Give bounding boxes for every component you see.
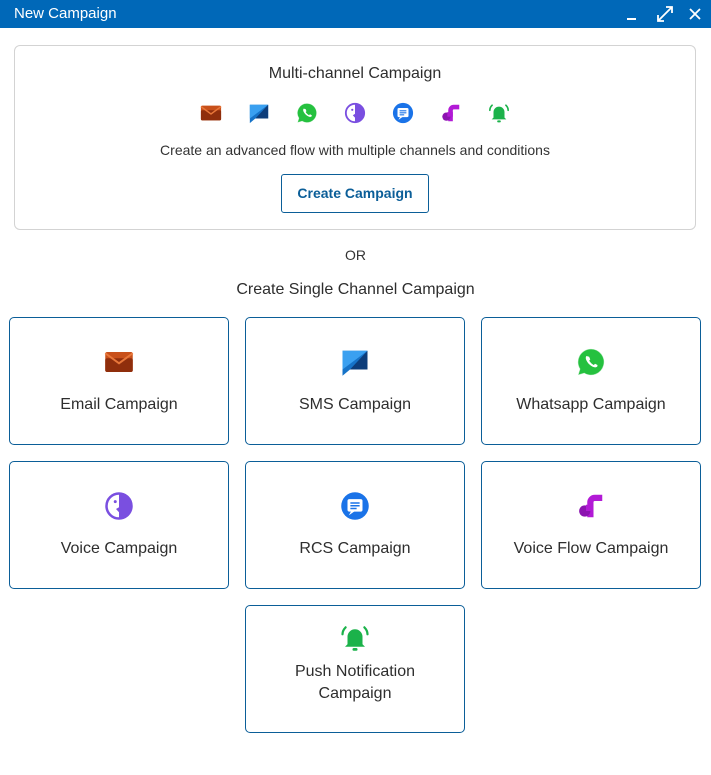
voice-campaign-card[interactable]: Voice Campaign (9, 461, 229, 589)
card-label: Email Campaign (60, 396, 178, 413)
sms-icon (340, 347, 370, 377)
voice-flow-campaign-card[interactable]: Voice Flow Campaign (481, 461, 701, 589)
rcs-icon (392, 102, 414, 124)
channel-icon-row (200, 102, 512, 124)
whatsapp-campaign-card[interactable]: Whatsapp Campaign (481, 317, 701, 445)
single-channel-title: Create Single Channel Campaign (236, 281, 475, 298)
email-icon (104, 347, 134, 377)
voice-flow-icon (440, 102, 462, 124)
card-label: Voice Campaign (60, 540, 178, 557)
push-notification-campaign-card[interactable]: Push Notification Campaign (245, 605, 465, 733)
card-label: RCS Campaign (299, 540, 411, 557)
multi-channel-description: Create an advanced flow with multiple ch… (160, 142, 550, 158)
card-label: Voice Flow Campaign (513, 540, 669, 557)
card-label: Push Notification Campaign (294, 663, 416, 702)
whatsapp-icon (296, 102, 318, 124)
email-campaign-card[interactable]: Email Campaign (9, 317, 229, 445)
multi-channel-title: Multi-channel Campaign (268, 65, 442, 82)
voice-icon (344, 102, 366, 124)
card-label: SMS Campaign (298, 396, 412, 413)
minimize-icon[interactable] (622, 4, 642, 24)
or-separator: OR (345, 247, 366, 263)
email-icon (200, 102, 222, 124)
push-notification-icon (340, 623, 370, 653)
card-label: Whatsapp Campaign (516, 396, 666, 413)
window-titlebar: New Campaign (0, 0, 711, 28)
sms-icon (248, 102, 270, 124)
voice-icon (104, 491, 134, 521)
push-notification-icon (488, 102, 510, 124)
create-campaign-button[interactable]: Create Campaign (281, 174, 429, 213)
maximize-icon[interactable] (655, 4, 675, 24)
voice-flow-icon (576, 491, 606, 521)
close-icon[interactable] (685, 4, 705, 24)
whatsapp-icon (576, 347, 606, 377)
multi-channel-panel: Multi-channel Campaign Create an advance… (14, 45, 696, 230)
sms-campaign-card[interactable]: SMS Campaign (245, 317, 465, 445)
rcs-icon (340, 491, 370, 521)
rcs-campaign-card[interactable]: RCS Campaign (245, 461, 465, 589)
window-title: New Campaign (14, 5, 117, 22)
